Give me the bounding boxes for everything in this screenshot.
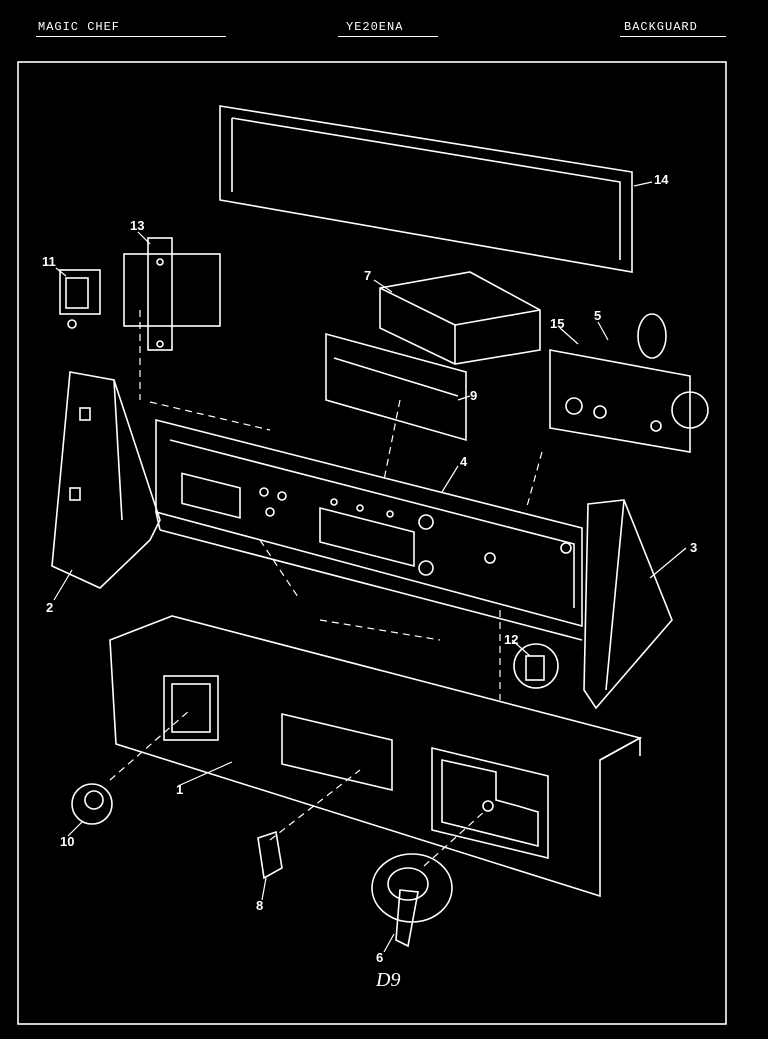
part-5-clock-mechanism bbox=[549, 313, 709, 453]
callout-9: 9 bbox=[470, 388, 477, 403]
section-label: BACKGUARD bbox=[624, 20, 698, 34]
model-label: YE20ENA bbox=[346, 20, 404, 34]
callout-15: 15 bbox=[550, 316, 564, 331]
callout-7: 7 bbox=[364, 268, 371, 283]
part-13-switch bbox=[123, 237, 221, 351]
part-3-right-end-cap bbox=[583, 499, 673, 710]
callout-leaders bbox=[53, 181, 687, 953]
part-10-knob bbox=[71, 783, 113, 825]
leader-lines bbox=[109, 310, 543, 867]
header-rule-center bbox=[338, 36, 438, 37]
part-7-bracket bbox=[379, 271, 541, 365]
callout-3: 3 bbox=[690, 540, 697, 555]
part-8-rocker-knob bbox=[257, 830, 283, 880]
header-rule-right bbox=[620, 36, 726, 37]
callout-14: 14 bbox=[654, 172, 669, 187]
callout-5: 5 bbox=[594, 308, 601, 323]
callout-2: 2 bbox=[46, 600, 53, 615]
part-1-front-console bbox=[109, 615, 643, 898]
callout-13: 13 bbox=[130, 218, 144, 233]
brand-label: MAGIC CHEF bbox=[38, 20, 121, 34]
part-9-mount-plate bbox=[325, 332, 467, 442]
callout-11: 11 bbox=[42, 254, 56, 269]
diagram-frame bbox=[17, 61, 727, 1025]
diagram-code: D9 bbox=[375, 969, 400, 991]
part-2-left-end-cap bbox=[51, 371, 161, 589]
part-6-selector-knob bbox=[371, 853, 453, 948]
callout-8: 8 bbox=[256, 898, 263, 913]
callout-10: 10 bbox=[60, 834, 74, 849]
header-rule-left bbox=[36, 36, 226, 37]
callout-12: 12 bbox=[504, 632, 518, 647]
part-4-control-panel bbox=[155, 418, 583, 641]
part-12-clip bbox=[513, 643, 559, 689]
callout-4: 4 bbox=[460, 454, 468, 469]
part-14-top-trim bbox=[219, 105, 633, 273]
callout-1: 1 bbox=[176, 782, 183, 797]
callout-6: 6 bbox=[376, 950, 383, 965]
part-11-component bbox=[59, 269, 101, 329]
